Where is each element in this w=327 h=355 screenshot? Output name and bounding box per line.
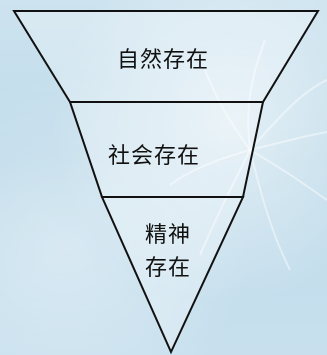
layer-label-spiritual-line1: 精神 bbox=[144, 223, 191, 248]
layer-label-spiritual-existence: 精神 存在 bbox=[136, 219, 200, 285]
layer-label-natural-existence: 自然存在 bbox=[117, 48, 210, 73]
layer-label-social-existence: 社会存在 bbox=[108, 144, 201, 169]
layer-label-spiritual-line2: 存在 bbox=[144, 256, 191, 281]
pyramid-layer-bottom bbox=[100, 196, 245, 355]
